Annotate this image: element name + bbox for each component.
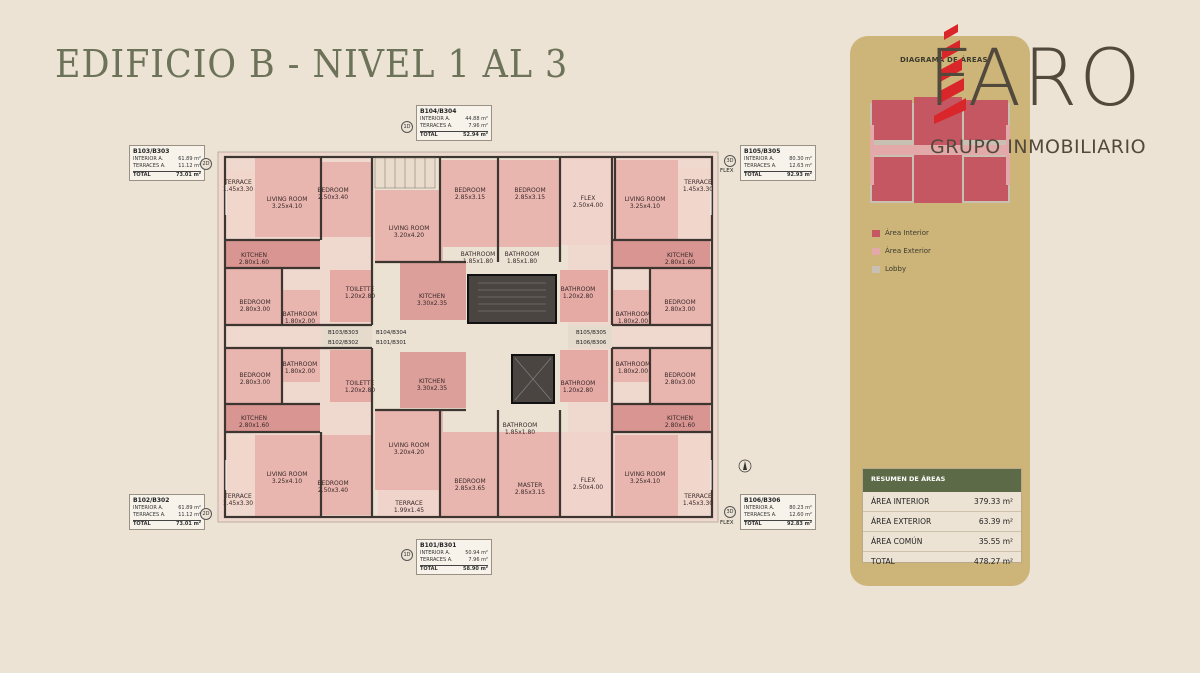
- unit-box-b101: B101/B301 INTERIOR A.50.94 m² TERRACES A…: [416, 539, 492, 576]
- unit-marker: 3D: [724, 506, 736, 518]
- unit-b104: [375, 160, 498, 320]
- corridor-tag: B104/B304: [376, 330, 407, 336]
- unit-b103: [222, 157, 373, 324]
- unit-marker: 1D: [401, 121, 413, 133]
- diagram-title: DIAGRAMA DE ÁREAS: [900, 56, 988, 64]
- swatch: [872, 229, 880, 237]
- swatch: [872, 265, 880, 273]
- corridor-tag: B101/B301: [376, 340, 407, 346]
- legend-item-interior: Área Interior: [872, 229, 929, 237]
- corridor-tag: B105/B305: [576, 330, 607, 336]
- flex-tag: FLEX: [720, 168, 734, 174]
- corridor-tag: B106/B306: [576, 340, 607, 346]
- unit-box-b106: B106/B306 INTERIOR A.80.23 m² TERRACES A…: [740, 494, 816, 531]
- unit-b106: [498, 348, 712, 517]
- flex-tag: FLEX: [720, 520, 734, 526]
- legend-item-lobby: Lobby: [872, 265, 906, 273]
- legend-item-exterior: Área Exterior: [872, 247, 931, 255]
- unit-marker: 3D: [724, 155, 736, 167]
- unit-marker: 2D: [200, 158, 212, 170]
- unit-box-b105: B105/B305 INTERIOR A.80.30 m² TERRACES A…: [740, 145, 816, 182]
- north-arrow-icon: [738, 459, 752, 473]
- unit-b101: [375, 352, 498, 517]
- unit-b105: [498, 158, 712, 324]
- brand-name: FARO: [928, 34, 1143, 124]
- unit-box-b102: B102/B302 INTERIOR A.61.89 m² TERRACES A…: [129, 494, 205, 531]
- unit-box-b104: B104/B304 INTERIOR A.44.88 m² TERRACES A…: [416, 105, 492, 142]
- corridor-tag: B103/B303: [328, 330, 359, 336]
- stair-core: [467, 274, 557, 324]
- unit-marker: 1D: [401, 549, 413, 561]
- unit-box-b103: B103/B303 INTERIOR A.61.89 m² TERRACES A…: [129, 145, 205, 182]
- lighthouse-logo-icon: [934, 24, 966, 124]
- brand-subtitle: GRUPO INMOBILIARIO: [930, 136, 1147, 158]
- summary-title: RESUMEN DE ÁREAS: [863, 469, 1021, 492]
- unit-marker: 2D: [200, 508, 212, 520]
- page-title: EDIFICIO B - NIVEL 1 AL 3: [55, 42, 569, 86]
- unit-b102: [222, 348, 373, 517]
- swatch: [872, 247, 880, 255]
- corridor-tag: B102/B302: [328, 340, 359, 346]
